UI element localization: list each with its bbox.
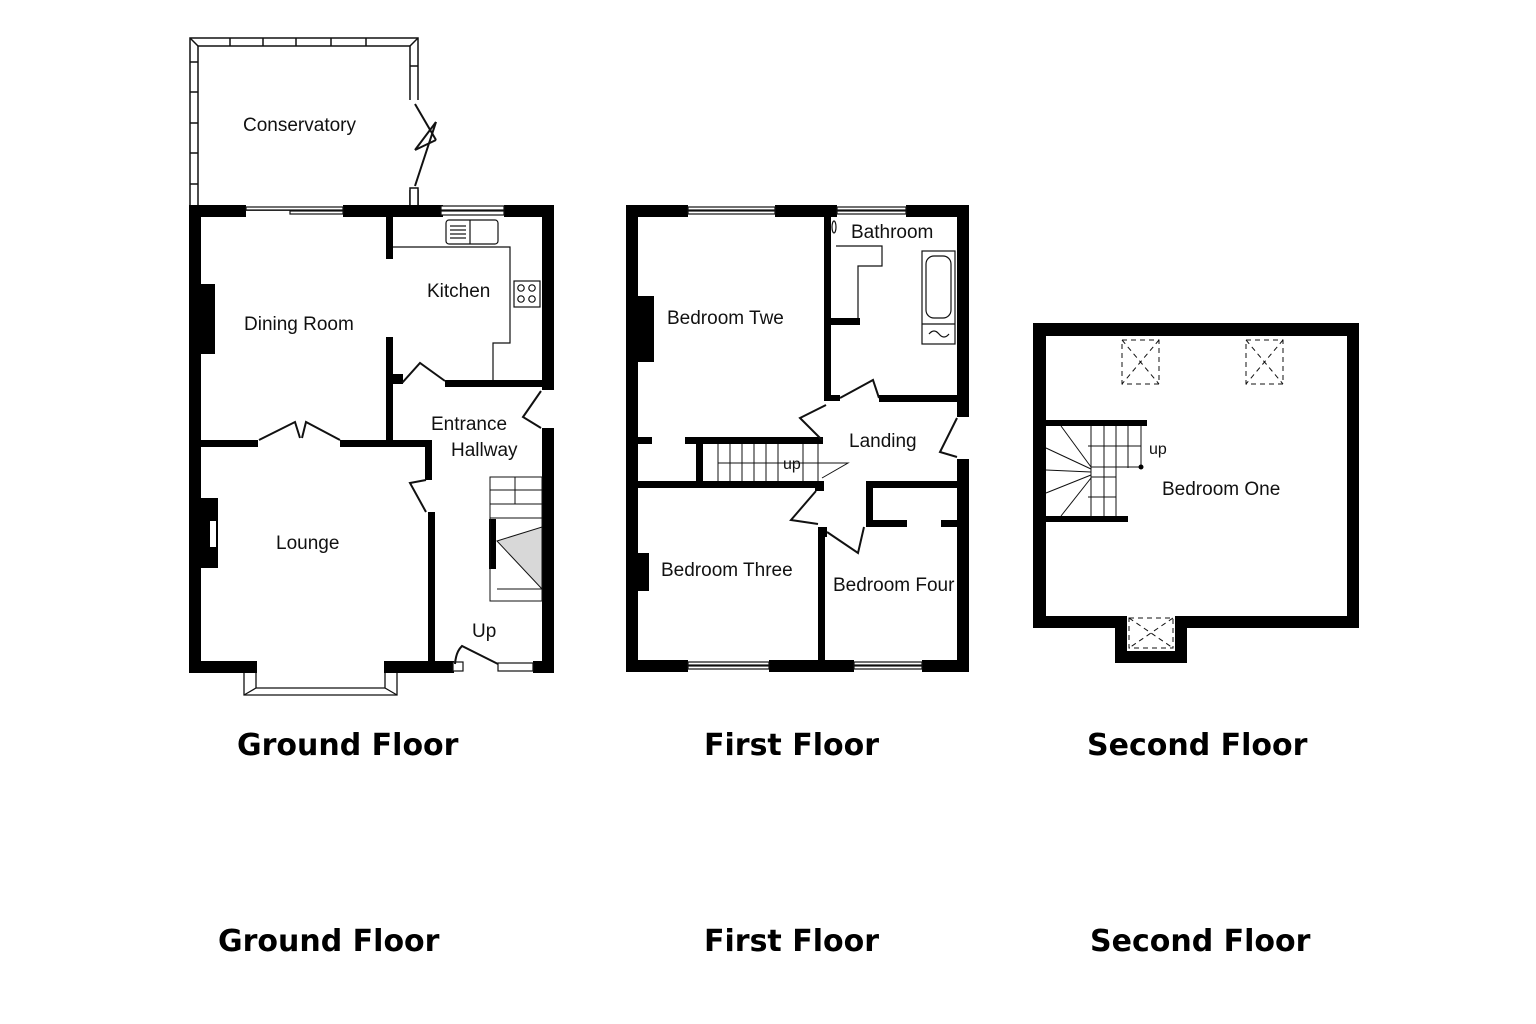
room-label-dining-room: Dining Room [244, 314, 354, 335]
ground-floor-doors [258, 361, 542, 665]
caption-ground-floor: Ground Floor [218, 924, 440, 959]
room-label-conservatory: Conservatory [243, 115, 356, 136]
floor-title-ground: Ground Floor [237, 728, 459, 763]
caption-second-floor: Second Floor [1090, 924, 1311, 959]
second-floor-plan [1033, 323, 1359, 663]
kitchen-units [393, 219, 541, 380]
room-label-bedroom-four: Bedroom Four [833, 575, 955, 596]
stairs-up-label: up [1149, 441, 1167, 458]
room-label-bedroom-three: Bedroom Three [661, 560, 793, 581]
room-label-bathroom: Bathroom [851, 222, 934, 243]
caption-first-floor: First Floor [704, 924, 880, 959]
bifold-door-icon [414, 103, 437, 187]
bathroom-fittings [831, 220, 956, 345]
second-floor-stairs [1045, 425, 1142, 517]
room-label-hallway: Hallway [451, 440, 518, 461]
stairs-up-label: up [783, 456, 801, 473]
room-label-bedroom-two: Bedroom Twe [667, 308, 784, 329]
room-label-bedroom-one: Bedroom One [1162, 479, 1281, 500]
first-floor-stairs [717, 444, 850, 481]
room-label-lounge: Lounge [276, 533, 340, 554]
floor-title-first: First Floor [704, 728, 880, 763]
first-floor-doors [789, 378, 958, 555]
first-floor-windows [687, 206, 923, 670]
first-floor-plan [626, 205, 969, 672]
bay-window [243, 673, 398, 696]
skylight-icons [1121, 339, 1284, 649]
floor-title-second: Second Floor [1087, 728, 1308, 763]
room-label-kitchen: Kitchen [427, 281, 491, 302]
ground-floor-plan [189, 37, 554, 696]
stairs-up-label: Up [472, 621, 497, 642]
ground-floor-windows [245, 205, 534, 672]
room-label-entrance: Entrance [431, 414, 508, 435]
room-label-landing: Landing [849, 431, 917, 452]
